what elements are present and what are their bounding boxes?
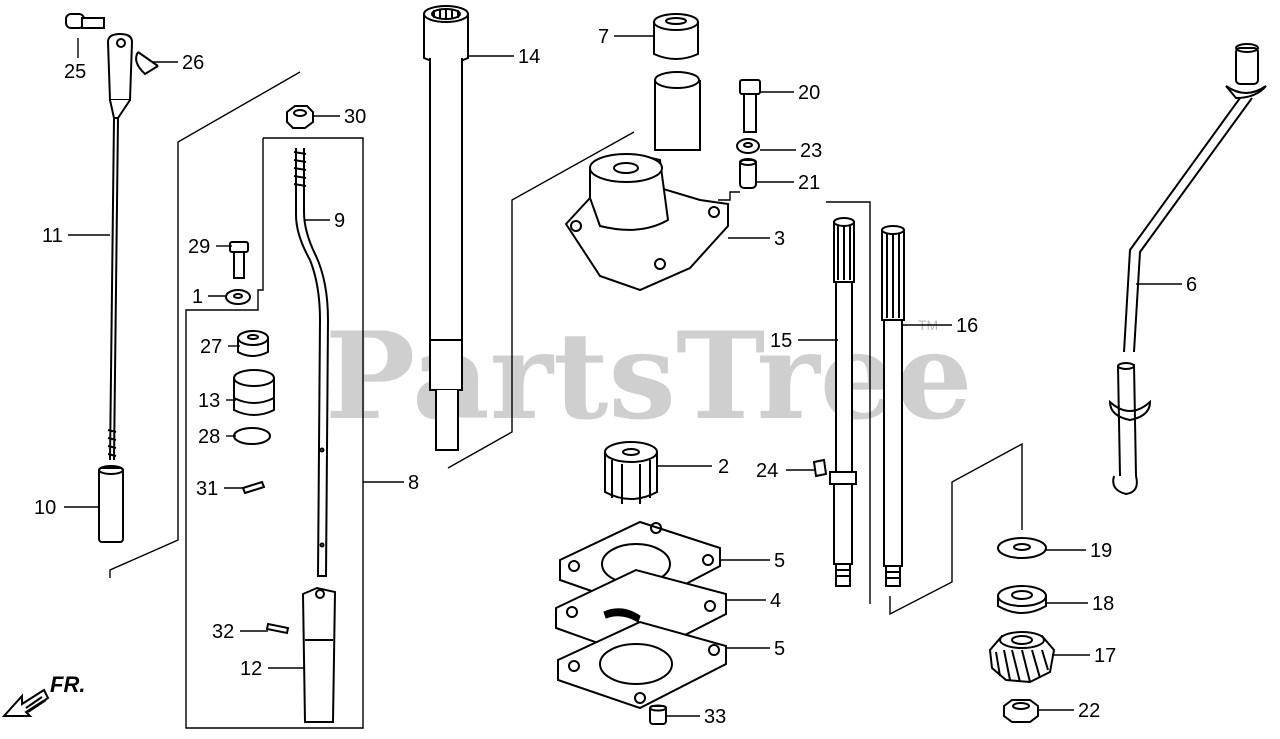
callout-17: 17 [1094,645,1116,667]
callout-25: 25 [64,61,86,83]
part-32-pin[interactable] [265,622,290,635]
part-7-bushing[interactable] [653,13,699,60]
callout-23: 23 [800,140,822,162]
callout-28: 28 [198,426,220,448]
front-direction-indicator: FR. [1,672,85,717]
part-33-dowel-pin[interactable] [649,704,667,725]
callout-1: 1 [192,286,203,308]
callout-5-upper: 5 [774,550,785,572]
part-8-rod-assembly-outline [185,137,364,729]
part-1-washer[interactable] [225,289,251,305]
part-12-shift-arm[interactable] [301,586,337,723]
part-9-shift-rod-bent[interactable] [295,148,330,577]
part-5-gasket-lower[interactable] [557,620,727,710]
callout-9: 9 [334,210,345,232]
callout-6: 6 [1186,274,1197,296]
callout-15: 15 [770,330,792,352]
callout-27: 27 [200,336,222,358]
part-2-impeller[interactable] [604,441,658,504]
part-20-bolt[interactable] [739,79,761,133]
group-outline-shafts [826,201,871,604]
leader-lines [64,35,1182,717]
callout-33: 33 [704,706,726,728]
part-13-bushing[interactable] [233,369,275,416]
part-26-spring-clip[interactable] [135,51,159,76]
callout-24: 24 [756,460,778,482]
part-11-shift-rod[interactable] [106,32,134,461]
part-10-rod-joint[interactable] [98,465,124,543]
part-14-drive-shaft-tube[interactable] [423,5,469,451]
callout-32: 32 [212,621,234,643]
callout-labels: 25 26 30 11 9 29 1 27 13 28 31 8 10 32 1… [34,26,1197,728]
part-29-bolt[interactable] [229,241,249,279]
callout-20: 20 [798,82,820,104]
part-23-washer[interactable] [736,138,760,154]
part-6-shift-lever[interactable] [1108,43,1267,496]
callout-18: 18 [1092,593,1114,615]
callout-12: 12 [240,658,262,680]
callout-21: 21 [798,172,820,194]
callout-10: 10 [34,497,56,519]
callout-29: 29 [188,236,210,258]
part-4-wear-plate[interactable] [555,568,727,660]
part-22-nut[interactable] [1003,699,1039,723]
front-arrow-icon [1,688,50,717]
callout-19: 19 [1090,540,1112,562]
callout-22: 22 [1078,700,1100,722]
front-label: FR. [50,672,85,697]
part-19-thrust-washer[interactable] [997,537,1047,559]
part-24-key[interactable] [812,458,828,478]
callout-2: 2 [718,456,729,478]
group-outline-left [109,71,301,578]
callout-31: 31 [196,478,218,500]
callout-8: 8 [408,472,419,494]
callout-14: 14 [518,46,540,68]
part-31-pin[interactable] [241,480,266,495]
part-17-pinion-gear[interactable] [988,631,1056,684]
callout-7: 7 [598,26,609,48]
callout-13: 13 [198,390,220,412]
part-15-drive-shaft[interactable] [829,217,857,587]
part-18-thrust-bearing[interactable] [997,585,1047,614]
watermark: PartsTree [325,306,972,447]
callout-11: 11 [42,225,63,247]
part-27-grommet[interactable] [237,330,269,357]
part-21-dowel-pin[interactable] [739,158,757,189]
callout-5-lower: 5 [774,638,785,660]
part-16-drive-shaft[interactable] [881,225,905,587]
callout-26: 26 [182,52,204,74]
callout-3: 3 [774,228,785,250]
group-outline-center [447,131,635,469]
part-25-clevis-pin[interactable] [65,13,105,29]
part-28-o-ring[interactable] [233,427,271,445]
callout-30: 30 [344,106,366,128]
part-3-pump-housing[interactable] [564,71,729,292]
callout-16: 16 [956,315,978,337]
callout-4: 4 [770,590,781,612]
part-30-nut[interactable] [286,105,314,129]
